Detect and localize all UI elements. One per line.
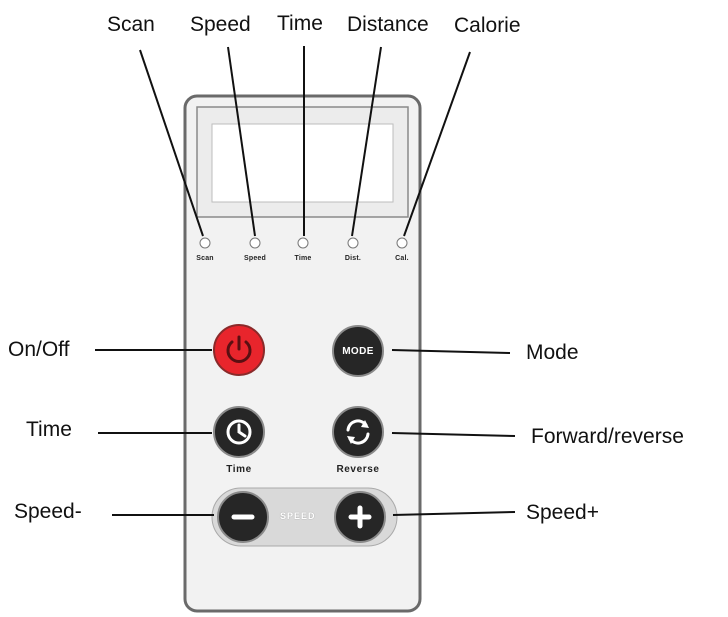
- speed-minus-button[interactable]: [217, 491, 269, 543]
- led-label-time: Time: [294, 255, 312, 262]
- pointer-distance: [351, 46, 382, 237]
- minus-icon: [231, 514, 255, 520]
- label-calorie: Calorie: [454, 14, 521, 37]
- remote-body: [183, 94, 422, 613]
- led-label-speed: Speed: [243, 255, 266, 262]
- clock-icon: [226, 419, 252, 445]
- label-forward-reverse: Forward/reverse: [531, 425, 684, 448]
- power-button[interactable]: [213, 324, 265, 376]
- reverse-button[interactable]: [332, 406, 384, 458]
- plus-icon: [348, 505, 372, 529]
- time-button-caption: Time: [226, 464, 252, 475]
- pointer-forward-reverse: [391, 432, 516, 437]
- time-button[interactable]: [213, 406, 265, 458]
- led-dist: [347, 237, 359, 249]
- label-on-off: On/Off: [8, 338, 70, 361]
- pointer-speed: [227, 46, 256, 237]
- label-speed-minus: Speed-: [14, 500, 82, 523]
- led-cal: [396, 237, 408, 249]
- label-mode: Mode: [526, 341, 579, 364]
- led-time: [297, 237, 309, 249]
- mode-button-label: MODE: [342, 345, 374, 357]
- pointer-scan: [139, 49, 204, 237]
- speed-plus-button[interactable]: [334, 491, 386, 543]
- label-speed: Speed: [190, 13, 251, 36]
- rotate-icon: [346, 419, 370, 445]
- pointer-mode: [391, 349, 511, 354]
- led-label-cal: Cal.: [395, 255, 409, 262]
- led-label-scan: Scan: [196, 255, 214, 262]
- led-label-dist: Dist.: [344, 255, 362, 262]
- led-scan: [199, 237, 211, 249]
- pointer-speed-plus: [392, 511, 516, 516]
- label-scan: Scan: [107, 13, 155, 36]
- reverse-button-caption: Reverse: [336, 464, 380, 475]
- label-time-side: Time: [26, 418, 72, 441]
- speed-bar-label: SPEED: [280, 511, 316, 521]
- led-speed: [249, 237, 261, 249]
- power-icon: [226, 335, 252, 363]
- pointer-calorie: [403, 51, 471, 237]
- display-screen: [211, 123, 394, 203]
- mode-button[interactable]: MODE: [332, 325, 384, 377]
- label-speed-plus: Speed+: [526, 501, 599, 524]
- label-distance: Distance: [347, 13, 429, 36]
- label-time-top: Time: [277, 12, 323, 35]
